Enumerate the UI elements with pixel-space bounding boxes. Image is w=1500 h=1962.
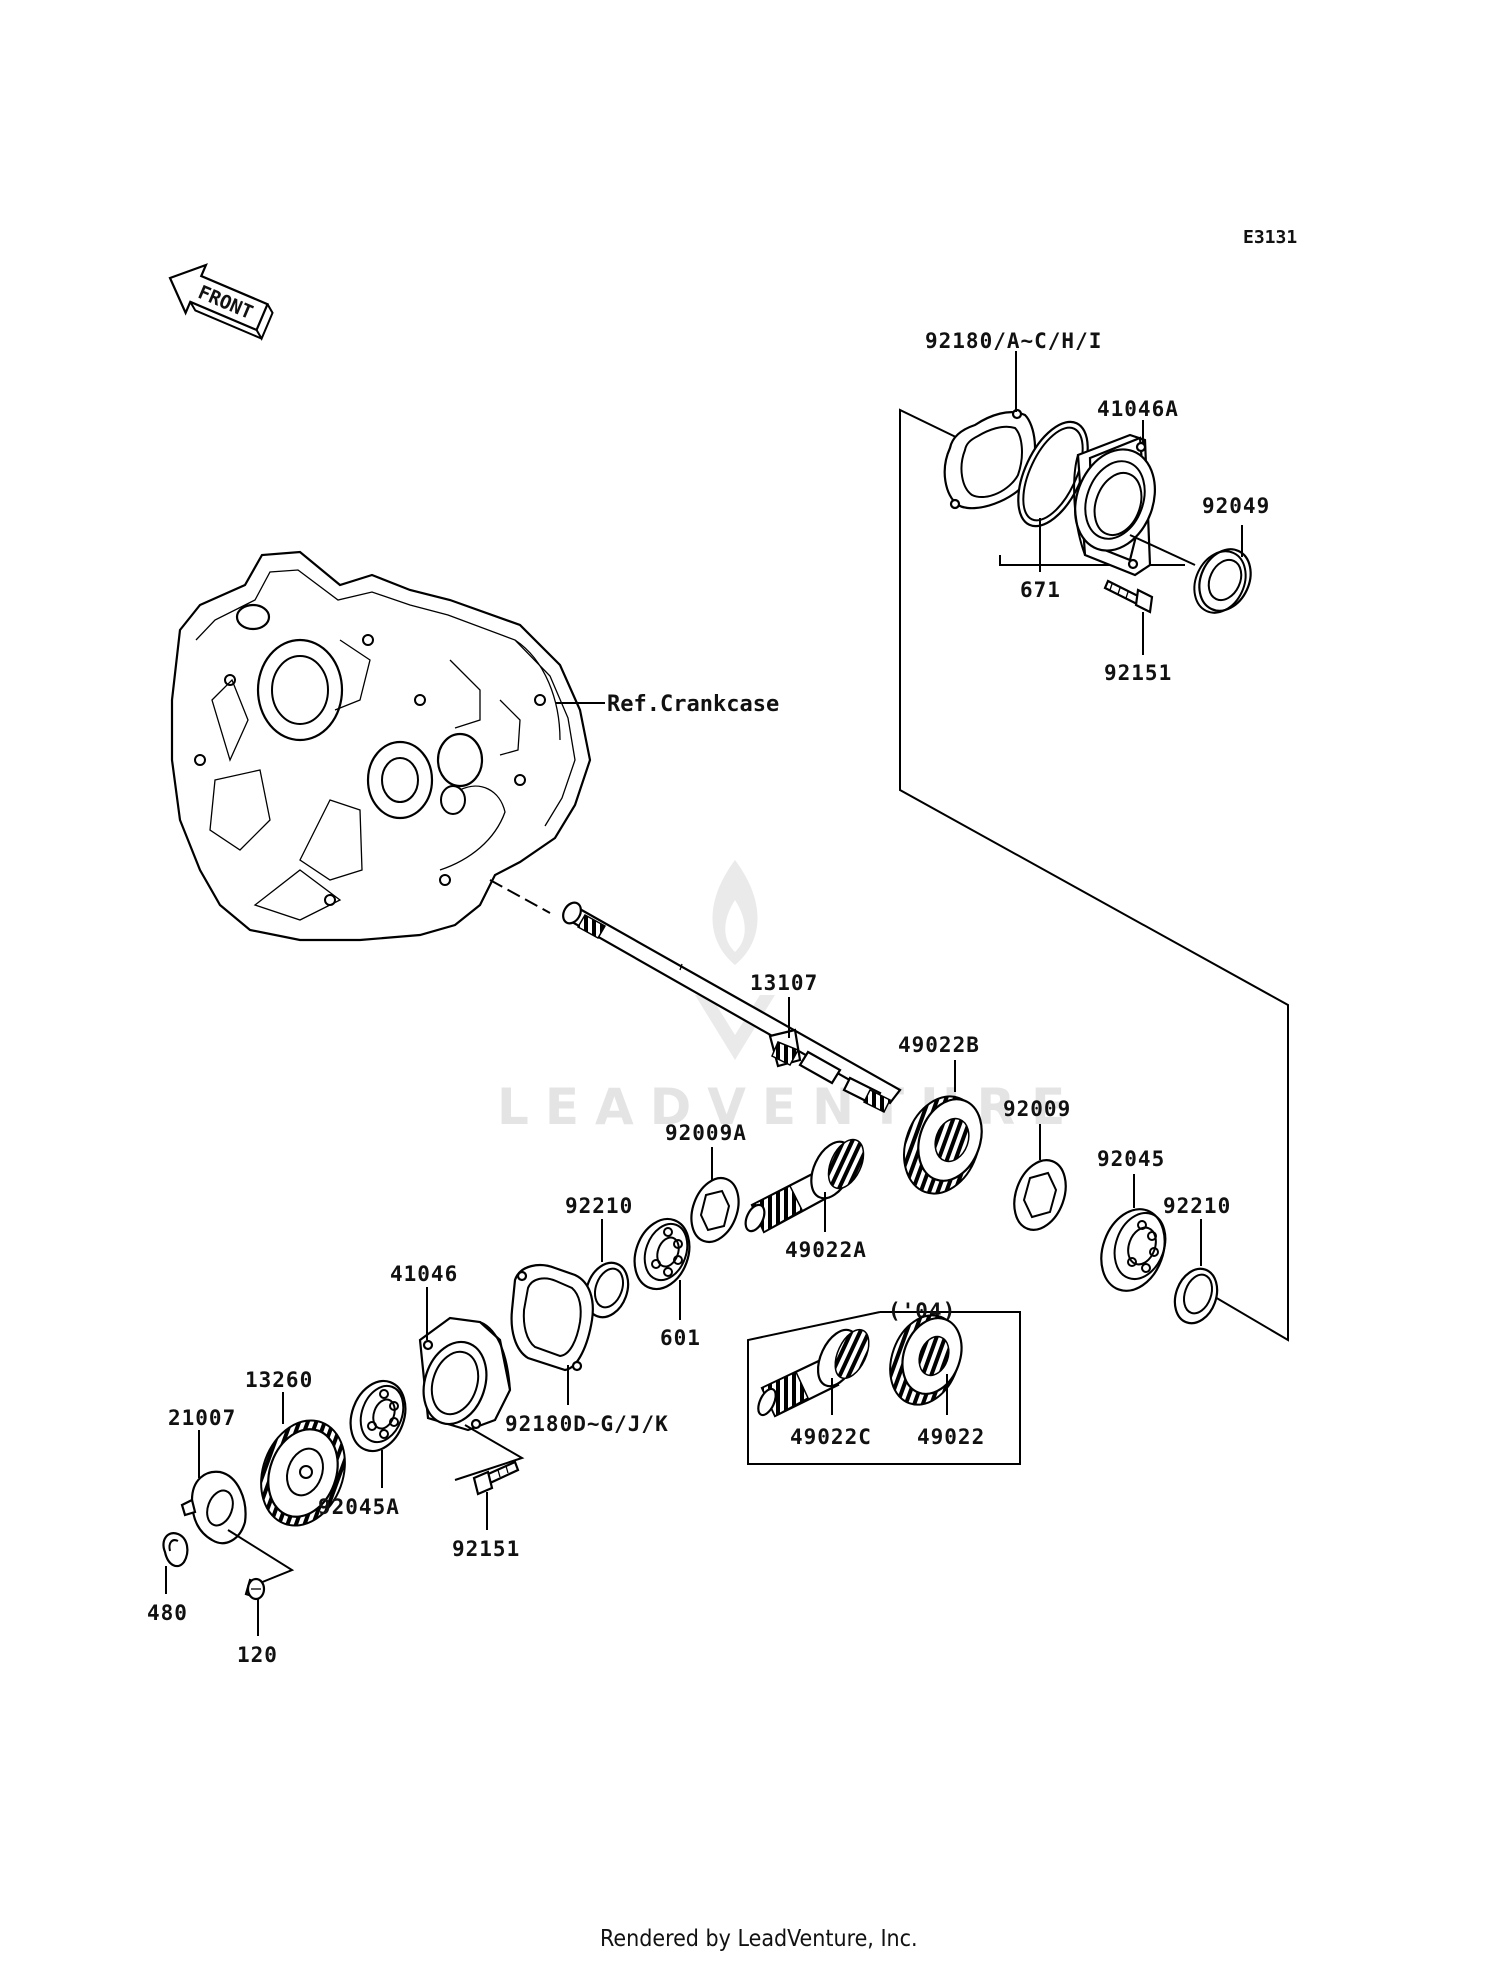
footer-credit: Rendered by LeadVenture, Inc. [600,1926,918,1952]
part-label-21007[interactable]: 21007 [168,1406,236,1430]
part-label-92210-left[interactable]: 92210 [565,1194,633,1218]
part-label-41046a[interactable]: 41046A [1097,397,1179,421]
part-labels: 92180/A~C/H/I 41046A 92049 671 92151 131… [147,329,1270,1667]
part-label-92151-top[interactable]: 92151 [1104,661,1172,685]
crankcase-shaft-line [489,879,551,914]
pinion-49022a-drawing [744,1138,865,1234]
part-label-41046[interactable]: 41046 [390,1262,458,1286]
watermark-text: LEADVENTURE [497,1078,1081,1136]
part-label-92180a[interactable]: 92180/A~C/H/I [925,329,1102,353]
pinion-49022c-drawing [757,1328,870,1418]
leader-41046-bolt [454,1424,525,1481]
variant-box-outline [747,1311,1021,1465]
part-label-92009[interactable]: 92009 [1003,1097,1071,1121]
part-label-92180d[interactable]: 92180D~G/J/K [505,1412,669,1436]
ring-92210a-drawing [584,1261,630,1319]
part-label-49022c[interactable]: 49022C [790,1425,872,1449]
ring-92210b-drawing [1173,1267,1219,1325]
gear-49022-drawing [889,1314,963,1406]
part-label-49022a[interactable]: 49022A [785,1238,867,1262]
bearing-601-drawing [633,1217,691,1291]
bracket-outline [899,408,1289,1342]
crankcase-drawing [170,550,592,942]
part-label-601[interactable]: 601 [660,1326,701,1350]
part-label-92210-right[interactable]: 92210 [1163,1194,1231,1218]
circlip-480-drawing [162,1532,189,1568]
front-arrow-icon: FRONT [168,263,274,341]
gasket-92180a-drawing [943,408,1037,510]
screw-120-drawing [244,1577,266,1601]
gear-13260-drawing [260,1419,346,1527]
plate-21007-drawing [180,1470,247,1545]
diagram-code: E3131 [1243,227,1297,248]
shaft-13107-drawing [562,901,902,1114]
crankcase-reference-label: Ref.Crankcase [607,692,779,717]
gasket-92180d-drawing [510,1264,594,1372]
part-label-92009a[interactable]: 92009A [665,1121,747,1145]
bearing-92045-drawing [1100,1208,1167,1292]
leader-41046a-oil [1129,534,1196,566]
part-label-13107[interactable]: 13107 [750,971,818,995]
part-label-120[interactable]: 120 [237,1643,278,1667]
oilseal-92049-drawing [1193,548,1252,614]
housing-41046a-drawing [1073,433,1156,577]
housing-41046-drawing [418,1316,512,1432]
bearing-92045a-drawing [349,1379,407,1453]
part-label-92049[interactable]: 92049 [1202,494,1270,518]
leader-21007-screw [227,1529,295,1586]
spacer-92009-drawing [1013,1159,1067,1231]
part-label-49022b[interactable]: 49022B [898,1033,980,1057]
part-label-671[interactable]: 671 [1020,578,1061,602]
part-label-49022[interactable]: 49022 [917,1425,985,1449]
spacer-92009a-drawing [690,1176,740,1244]
bolt-92151a-drawing [1103,579,1154,614]
part-label-92045[interactable]: 92045 [1097,1147,1165,1171]
part-label-92045a[interactable]: 92045A [318,1495,400,1519]
part-label-92151-bottom[interactable]: 92151 [452,1537,520,1561]
part-label-13260[interactable]: 13260 [245,1368,313,1392]
gear-49022b-drawing [903,1095,983,1195]
part-label-480[interactable]: 480 [147,1601,188,1625]
bolt-92151b-drawing [472,1460,520,1496]
